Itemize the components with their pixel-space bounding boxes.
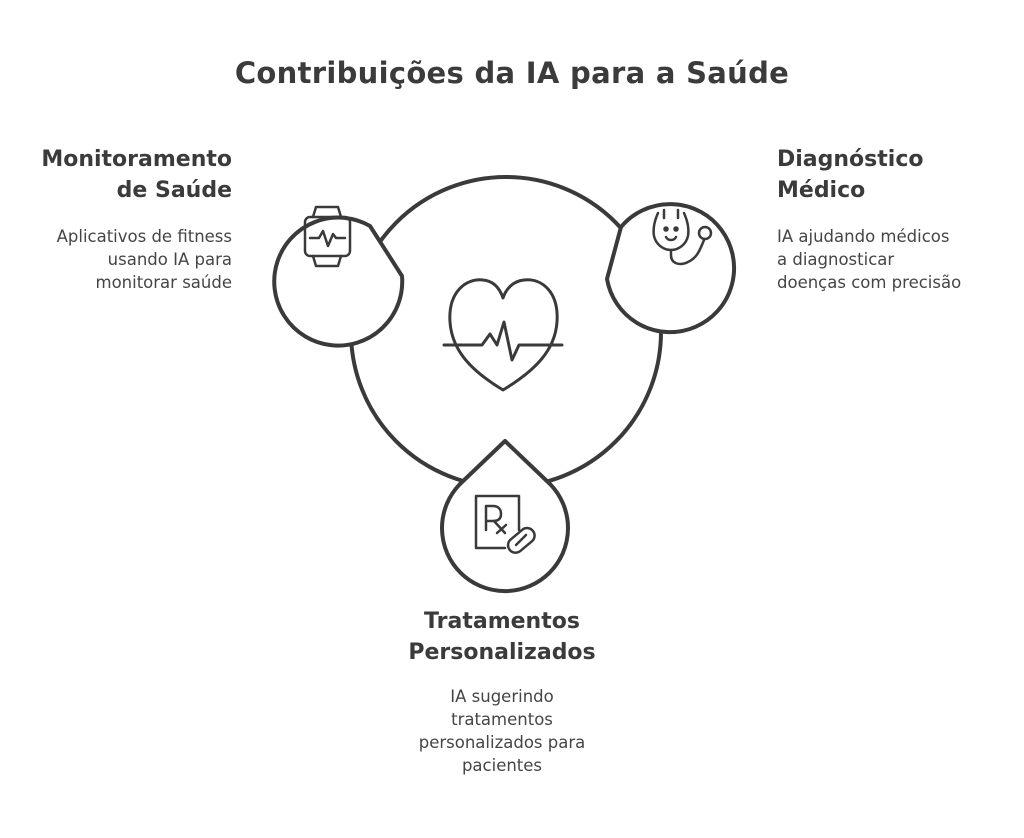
stethoscope-icon bbox=[652, 208, 713, 266]
description-line: IA ajudando médicos bbox=[777, 227, 950, 246]
description-line: personalizados para bbox=[418, 733, 586, 752]
node-treatment-description: IA sugerindo tratamentos personalizados … bbox=[362, 685, 642, 777]
description-line: doenças com precisão bbox=[777, 273, 962, 292]
node-treatment-heading: Tratamentos Personalizados bbox=[352, 606, 652, 668]
description-line: monitorar saúde bbox=[95, 273, 233, 292]
description-line: a diagnosticar bbox=[777, 250, 895, 269]
heading-line: Personalizados bbox=[408, 640, 596, 665]
description-line: pacientes bbox=[461, 756, 543, 775]
description-line: IA sugerindo bbox=[450, 687, 554, 706]
node-monitoring-description: Aplicativos de fitness usando IA para mo… bbox=[0, 225, 232, 294]
node-treatment-shape bbox=[440, 439, 570, 594]
heading-line: Monitoramento bbox=[41, 147, 232, 172]
description-line: usando IA para bbox=[107, 250, 232, 269]
node-diagnosis-heading: Diagnóstico Médico bbox=[777, 144, 1017, 206]
description-line: tratamentos bbox=[451, 710, 553, 729]
heading-line: Médico bbox=[777, 178, 866, 203]
node-diagnosis-description: IA ajudando médicos a diagnosticar doenç… bbox=[777, 225, 1017, 294]
heading-line: Diagnóstico bbox=[777, 147, 924, 172]
heading-line: Tratamentos bbox=[424, 609, 580, 634]
prescription-pill-icon bbox=[474, 494, 536, 554]
smartwatch-icon bbox=[303, 205, 352, 268]
node-monitoring-shape bbox=[272, 215, 405, 348]
heart-pulse-icon bbox=[442, 278, 564, 392]
node-monitoring-heading: Monitoramento de Saúde bbox=[0, 144, 232, 206]
description-line: Aplicativos de fitness bbox=[56, 227, 232, 246]
node-diagnosis-shape bbox=[605, 202, 736, 335]
diagram-title: Contribuições da IA para a Saúde bbox=[234, 56, 790, 90]
heading-line: de Saúde bbox=[116, 178, 232, 203]
